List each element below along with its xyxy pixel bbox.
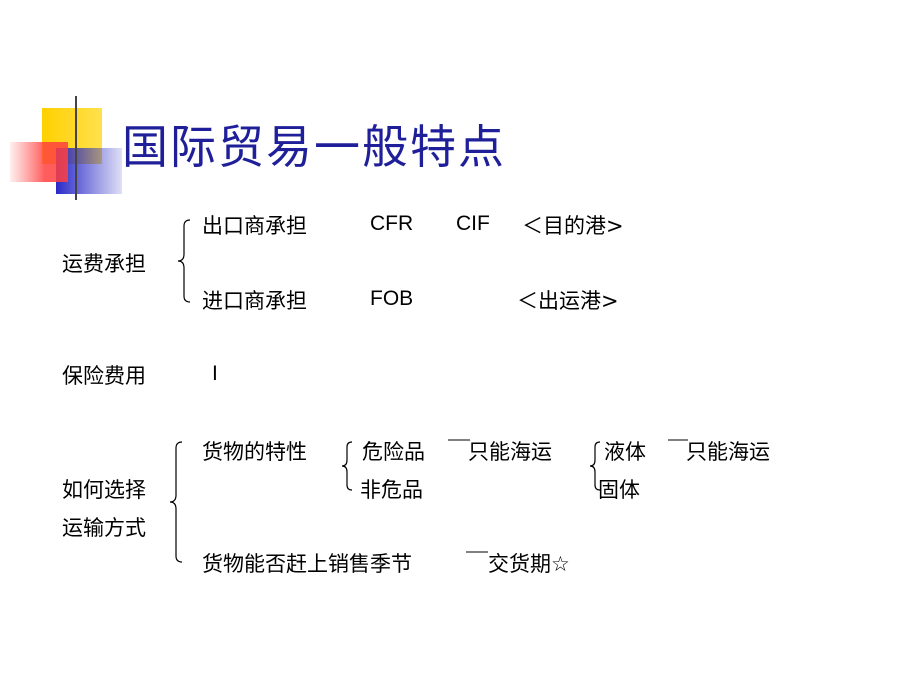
liquid-result: 只能海运 bbox=[686, 440, 770, 464]
dangerous-result: 只能海运 bbox=[468, 440, 552, 464]
cargo-nature-brace bbox=[341, 441, 353, 491]
exporter-label: 出口商承担 bbox=[202, 214, 307, 238]
insurance-label: 保险费用 bbox=[62, 364, 146, 388]
term-cif: CIF bbox=[456, 212, 490, 235]
transport-brace bbox=[169, 441, 183, 563]
connector-line bbox=[448, 439, 470, 441]
connector-line bbox=[466, 551, 488, 553]
term-fob: FOB bbox=[370, 287, 414, 310]
importer-label: 进口商承担 bbox=[202, 289, 307, 313]
dangerous-goods: 危险品 bbox=[362, 440, 425, 464]
freight-label: 运费承担 bbox=[62, 252, 146, 276]
connector-line bbox=[668, 439, 688, 441]
destination-port: ＜目的港> bbox=[522, 214, 624, 238]
corner-decoration bbox=[10, 96, 780, 200]
page-title: 国际贸易一般特点 bbox=[122, 120, 506, 174]
non-dangerous-goods: 非危品 bbox=[360, 478, 423, 502]
solid-goods: 固体 bbox=[598, 478, 640, 502]
state-brace bbox=[589, 441, 601, 491]
insurance-value: I bbox=[212, 362, 218, 385]
liquid-goods: 液体 bbox=[604, 440, 646, 464]
transport-label-line2: 运输方式 bbox=[62, 516, 146, 540]
transport-label-line1: 如何选择 bbox=[62, 478, 146, 502]
freight-brace bbox=[177, 219, 191, 303]
term-cfr: CFR bbox=[370, 212, 414, 235]
loading-port: ＜出运港> bbox=[517, 289, 619, 313]
cargo-nature-label: 货物的特性 bbox=[202, 440, 307, 464]
season-result: 交货期☆ bbox=[488, 552, 570, 576]
season-label: 货物能否赶上销售季节 bbox=[202, 552, 412, 576]
